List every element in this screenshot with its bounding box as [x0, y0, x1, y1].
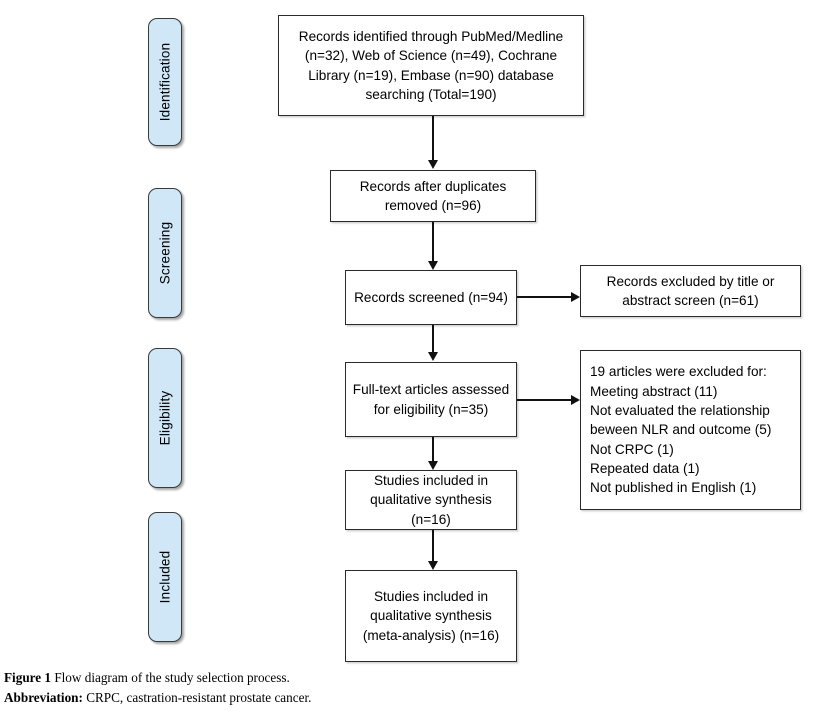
box-records-identified: Records identified through PubMed/Medlin… — [278, 15, 584, 116]
figure-caption-text: Flow diagram of the study selection proc… — [51, 670, 290, 685]
connector-duplicates-to-screened — [432, 222, 434, 263]
arrowhead-duplicates-to-screened — [427, 261, 438, 270]
figure-caption-line-2: Abbreviation: CRPC, castration-resistant… — [4, 688, 704, 708]
box-exclusion-reasons: 19 articles were excluded for: Meeting a… — [580, 350, 801, 510]
stage-screening-label: Screening — [157, 221, 173, 285]
figure-caption-label: Figure 1 — [4, 670, 52, 685]
box-records-after-duplicates: Records after duplicates removed (n=96) — [330, 170, 536, 222]
box-records-screened: Records screened (n=94) — [345, 270, 517, 325]
arrowhead-screened-to-excluded — [571, 291, 580, 302]
abbreviation-label: Abbreviation: — [4, 690, 83, 706]
box-full-text-assessed-text: Full-text articles assessed for eligibil… — [352, 382, 510, 417]
stage-eligibility-label: Eligibility — [157, 390, 173, 446]
connector-fulltext-to-reasons — [517, 399, 572, 401]
stage-included-label: Included — [157, 550, 173, 604]
connector-identified-to-duplicates — [432, 116, 434, 162]
box-studies-qualitative-synthesis-text: Studies included in qualitative synthesi… — [370, 473, 492, 527]
arrowhead-fulltext-to-reasons — [571, 394, 580, 405]
connector-screened-to-fulltext — [432, 325, 434, 354]
arrowhead-fulltext-to-qualitative — [427, 461, 438, 470]
box-exclusion-reasons-text: 19 articles were excluded for: Meeting a… — [590, 364, 772, 496]
stage-identification-label: Identification — [157, 42, 173, 122]
stage-eligibility: Eligibility — [148, 348, 182, 488]
arrowhead-screened-to-fulltext — [427, 352, 438, 361]
box-studies-qualitative-synthesis: Studies included in qualitative synthesi… — [345, 470, 517, 530]
figure-caption-line-1: Figure 1 Flow diagram of the study selec… — [4, 668, 704, 688]
stage-included: Included — [148, 512, 182, 642]
box-full-text-assessed: Full-text articles assessed for eligibil… — [345, 362, 517, 437]
box-records-after-duplicates-text: Records after duplicates removed (n=96) — [359, 178, 507, 213]
figure-caption: Figure 1 Flow diagram of the study selec… — [4, 668, 704, 708]
box-records-excluded: Records excluded by title or abstract sc… — [580, 265, 801, 317]
connector-screened-to-excluded — [517, 296, 572, 298]
box-studies-meta-analysis: Studies included in qualitative synthesi… — [345, 570, 517, 662]
box-studies-meta-analysis-text: Studies included in qualitative synthesi… — [362, 589, 500, 643]
box-records-excluded-text: Records excluded by title or abstract sc… — [606, 273, 775, 308]
stage-screening: Screening — [148, 188, 182, 318]
abbreviation-text: CRPC, castration-resistant prostate canc… — [82, 690, 312, 706]
box-records-screened-text: Records screened (n=94) — [354, 289, 508, 305]
box-records-identified-text: Records identified through PubMed/Medlin… — [298, 28, 564, 102]
connector-fulltext-to-qualitative — [432, 437, 434, 464]
connector-qualitative-to-meta — [432, 530, 434, 563]
arrowhead-identified-to-duplicates — [427, 160, 438, 169]
stage-identification: Identification — [148, 18, 182, 146]
arrowhead-qualitative-to-meta — [427, 561, 438, 570]
